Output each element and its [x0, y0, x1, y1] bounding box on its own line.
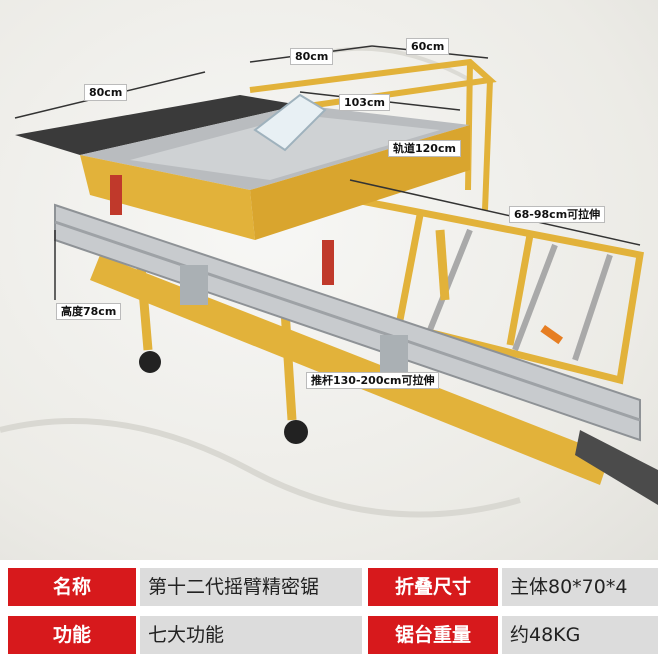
- side-table: [15, 95, 300, 155]
- dim-table-length: 103cm: [339, 94, 390, 111]
- spec-value-name: 第十二代摇臂精密锯: [140, 568, 362, 606]
- dim-table-width: 80cm: [84, 84, 128, 101]
- spec-table: 名称 第十二代摇臂精密锯 折叠尺寸 主体80*70*4 功能 七大功能 锯台重量…: [0, 560, 658, 658]
- spec-label-name: 名称: [8, 568, 136, 606]
- casters: [139, 351, 308, 444]
- dim-top-width: 80cm: [290, 48, 334, 65]
- clamps: [110, 175, 564, 380]
- extension-rails: [427, 228, 613, 361]
- spec-value-folded-size: 主体80*70*4: [502, 568, 658, 606]
- spec-value-weight: 约48KG: [502, 616, 658, 654]
- spec-label-weight: 锯台重量: [368, 616, 498, 654]
- spec-value-function: 七大功能: [140, 616, 362, 654]
- dim-extension-range: 68-98cm可拉伸: [509, 206, 606, 223]
- dim-height: 高度78cm: [56, 303, 122, 320]
- dim-top-extension: 60cm: [406, 38, 450, 55]
- spec-label-function: 功能: [8, 616, 136, 654]
- spec-label-folded-size: 折叠尺寸: [368, 568, 498, 606]
- dim-rail: 轨道120cm: [388, 140, 461, 157]
- dim-push-rod: 推杆130-200cm可拉伸: [306, 372, 440, 389]
- product-photo: 80cm 80cm 60cm 103cm 轨道120cm 68-98cm可拉伸 …: [0, 0, 658, 560]
